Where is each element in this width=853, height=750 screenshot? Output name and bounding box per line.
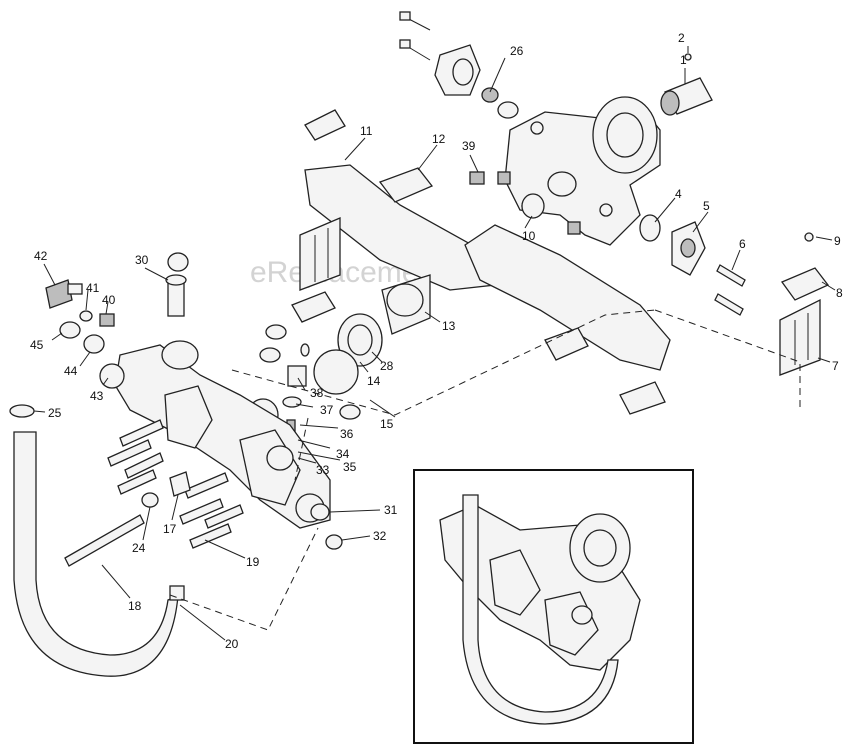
part-43-fitting [99, 363, 125, 389]
callout-36: 36 [340, 427, 354, 441]
part-44-fitting [83, 334, 105, 354]
lower-pad-a [544, 327, 589, 361]
part-14-bearing [337, 313, 383, 367]
callout-labels: 1 2 4 5 6 7 8 9 10 11 12 13 14 15 17 18 … [30, 31, 843, 651]
callout-15: 15 [380, 417, 394, 431]
oring-c [339, 404, 361, 420]
part-26-cam [434, 44, 519, 119]
part-7-bracket [779, 298, 821, 376]
part-45-oring [59, 321, 81, 339]
callout-19: 19 [246, 555, 260, 569]
hose [13, 431, 185, 677]
callout-5: 5 [703, 199, 710, 213]
callout-18: 18 [128, 599, 142, 613]
lower-pad-b [619, 381, 666, 415]
part-32-plug [325, 534, 343, 550]
part-42-injector [45, 279, 83, 309]
part-6-bolts [714, 264, 746, 316]
callout-30: 30 [135, 253, 149, 267]
manifold-body [114, 340, 331, 529]
callout-2: 2 [678, 31, 685, 45]
callout-40: 40 [102, 293, 116, 307]
callout-14: 14 [367, 374, 381, 388]
upper-pad [304, 109, 346, 141]
part-18-bolt [64, 514, 145, 567]
part-25-clamp [9, 404, 35, 418]
callout-10: 10 [522, 229, 536, 243]
oring-b [259, 347, 281, 363]
callout-33: 33 [316, 463, 330, 477]
part-41-seal [79, 310, 93, 322]
callout-1: 1 [680, 53, 687, 67]
upper-bolts [399, 11, 431, 61]
callout-35: 35 [343, 460, 357, 474]
part-40-valve [99, 313, 115, 327]
callout-26: 26 [510, 44, 524, 58]
part-5-hole [680, 238, 696, 258]
part-12-rail [464, 224, 671, 371]
left-bracket [299, 217, 341, 291]
callout-20: 20 [225, 637, 239, 651]
part-38-pin [300, 343, 310, 357]
part-9-screw [804, 232, 814, 242]
leader-lines [33, 46, 836, 641]
assembly-guide-lines [169, 309, 801, 631]
callout-32: 32 [373, 529, 387, 543]
oring-a [265, 324, 287, 340]
part-2-screw [684, 53, 692, 61]
callout-28: 28 [380, 359, 394, 373]
callout-42: 42 [34, 249, 48, 263]
part-30-unloader [165, 252, 189, 317]
callout-13: 13 [442, 319, 456, 333]
callout-38: 38 [310, 386, 324, 400]
callout-4: 4 [675, 187, 682, 201]
callout-43: 43 [90, 389, 104, 403]
part-8-pad [780, 267, 830, 301]
callout-37: 37 [320, 403, 334, 417]
part-19-bolts [107, 419, 244, 549]
callout-9: 9 [834, 234, 841, 248]
callout-44: 44 [64, 364, 78, 378]
part-10-bearing [521, 193, 545, 219]
callout-45: 45 [30, 338, 44, 352]
callout-7: 7 [832, 359, 839, 373]
part-13-bracket [381, 274, 431, 335]
callout-8: 8 [836, 286, 843, 300]
callout-34: 34 [336, 447, 350, 461]
callout-41: 41 [86, 281, 100, 295]
callout-25: 25 [48, 406, 62, 420]
part-24-cap [141, 492, 159, 508]
part-12-pad [378, 167, 434, 203]
left-pad [291, 291, 336, 323]
part-39-valves [469, 171, 581, 235]
callout-17: 17 [163, 522, 177, 536]
callout-24: 24 [132, 541, 146, 555]
callout-6: 6 [739, 237, 746, 251]
part-17-plug [169, 471, 191, 497]
callout-31: 31 [384, 503, 398, 517]
callout-12: 12 [432, 132, 446, 146]
callout-11: 11 [360, 124, 373, 138]
assembled-view-inset [413, 469, 694, 744]
part-1-sleeve [660, 77, 713, 116]
callout-39: 39 [462, 139, 476, 153]
part-28-bearing [313, 349, 359, 395]
